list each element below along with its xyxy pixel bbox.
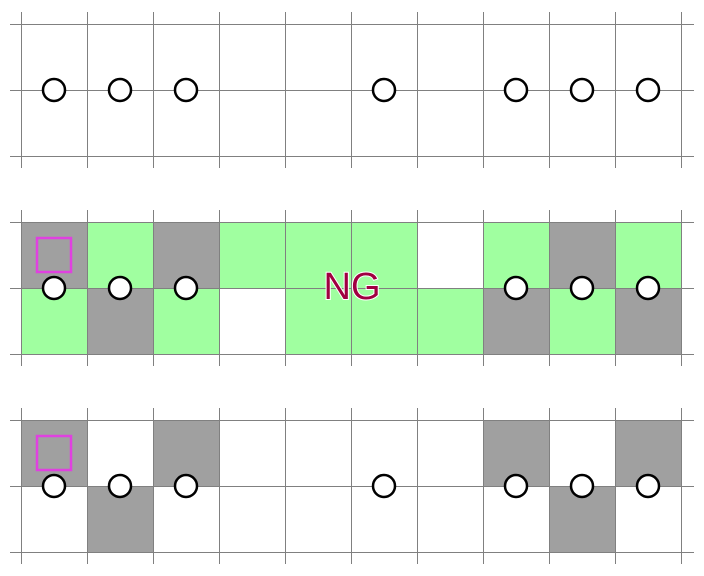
stone-circle <box>503 275 529 301</box>
cell-green <box>285 288 351 354</box>
stone-circle <box>635 473 661 499</box>
stone-circle <box>107 275 133 301</box>
stone-circle <box>41 473 67 499</box>
marker-square <box>35 434 73 472</box>
panel-bottom <box>10 408 694 564</box>
cell-green <box>219 222 285 288</box>
stone-circle <box>635 77 661 103</box>
stone-circle <box>371 77 397 103</box>
cell-green <box>285 222 351 288</box>
stone-circle <box>503 77 529 103</box>
stone-circle <box>107 77 133 103</box>
stone-circle <box>173 473 199 499</box>
stone-circle <box>503 473 529 499</box>
panel-middle: NG <box>10 210 694 366</box>
stone-circle <box>569 77 595 103</box>
stone-circle <box>569 275 595 301</box>
stone-circle <box>173 77 199 103</box>
cell-green <box>351 288 417 354</box>
stone-circle <box>41 77 67 103</box>
stone-circle <box>371 473 397 499</box>
stone-circle <box>635 275 661 301</box>
cell-green <box>417 288 483 354</box>
ng-label: NG <box>324 266 381 308</box>
panel-top <box>10 12 694 168</box>
stone-circle <box>41 275 67 301</box>
stone-circle <box>107 473 133 499</box>
marker-square <box>35 236 73 274</box>
cell-green <box>351 222 417 288</box>
stone-circle <box>173 275 199 301</box>
stone-circle <box>569 473 595 499</box>
